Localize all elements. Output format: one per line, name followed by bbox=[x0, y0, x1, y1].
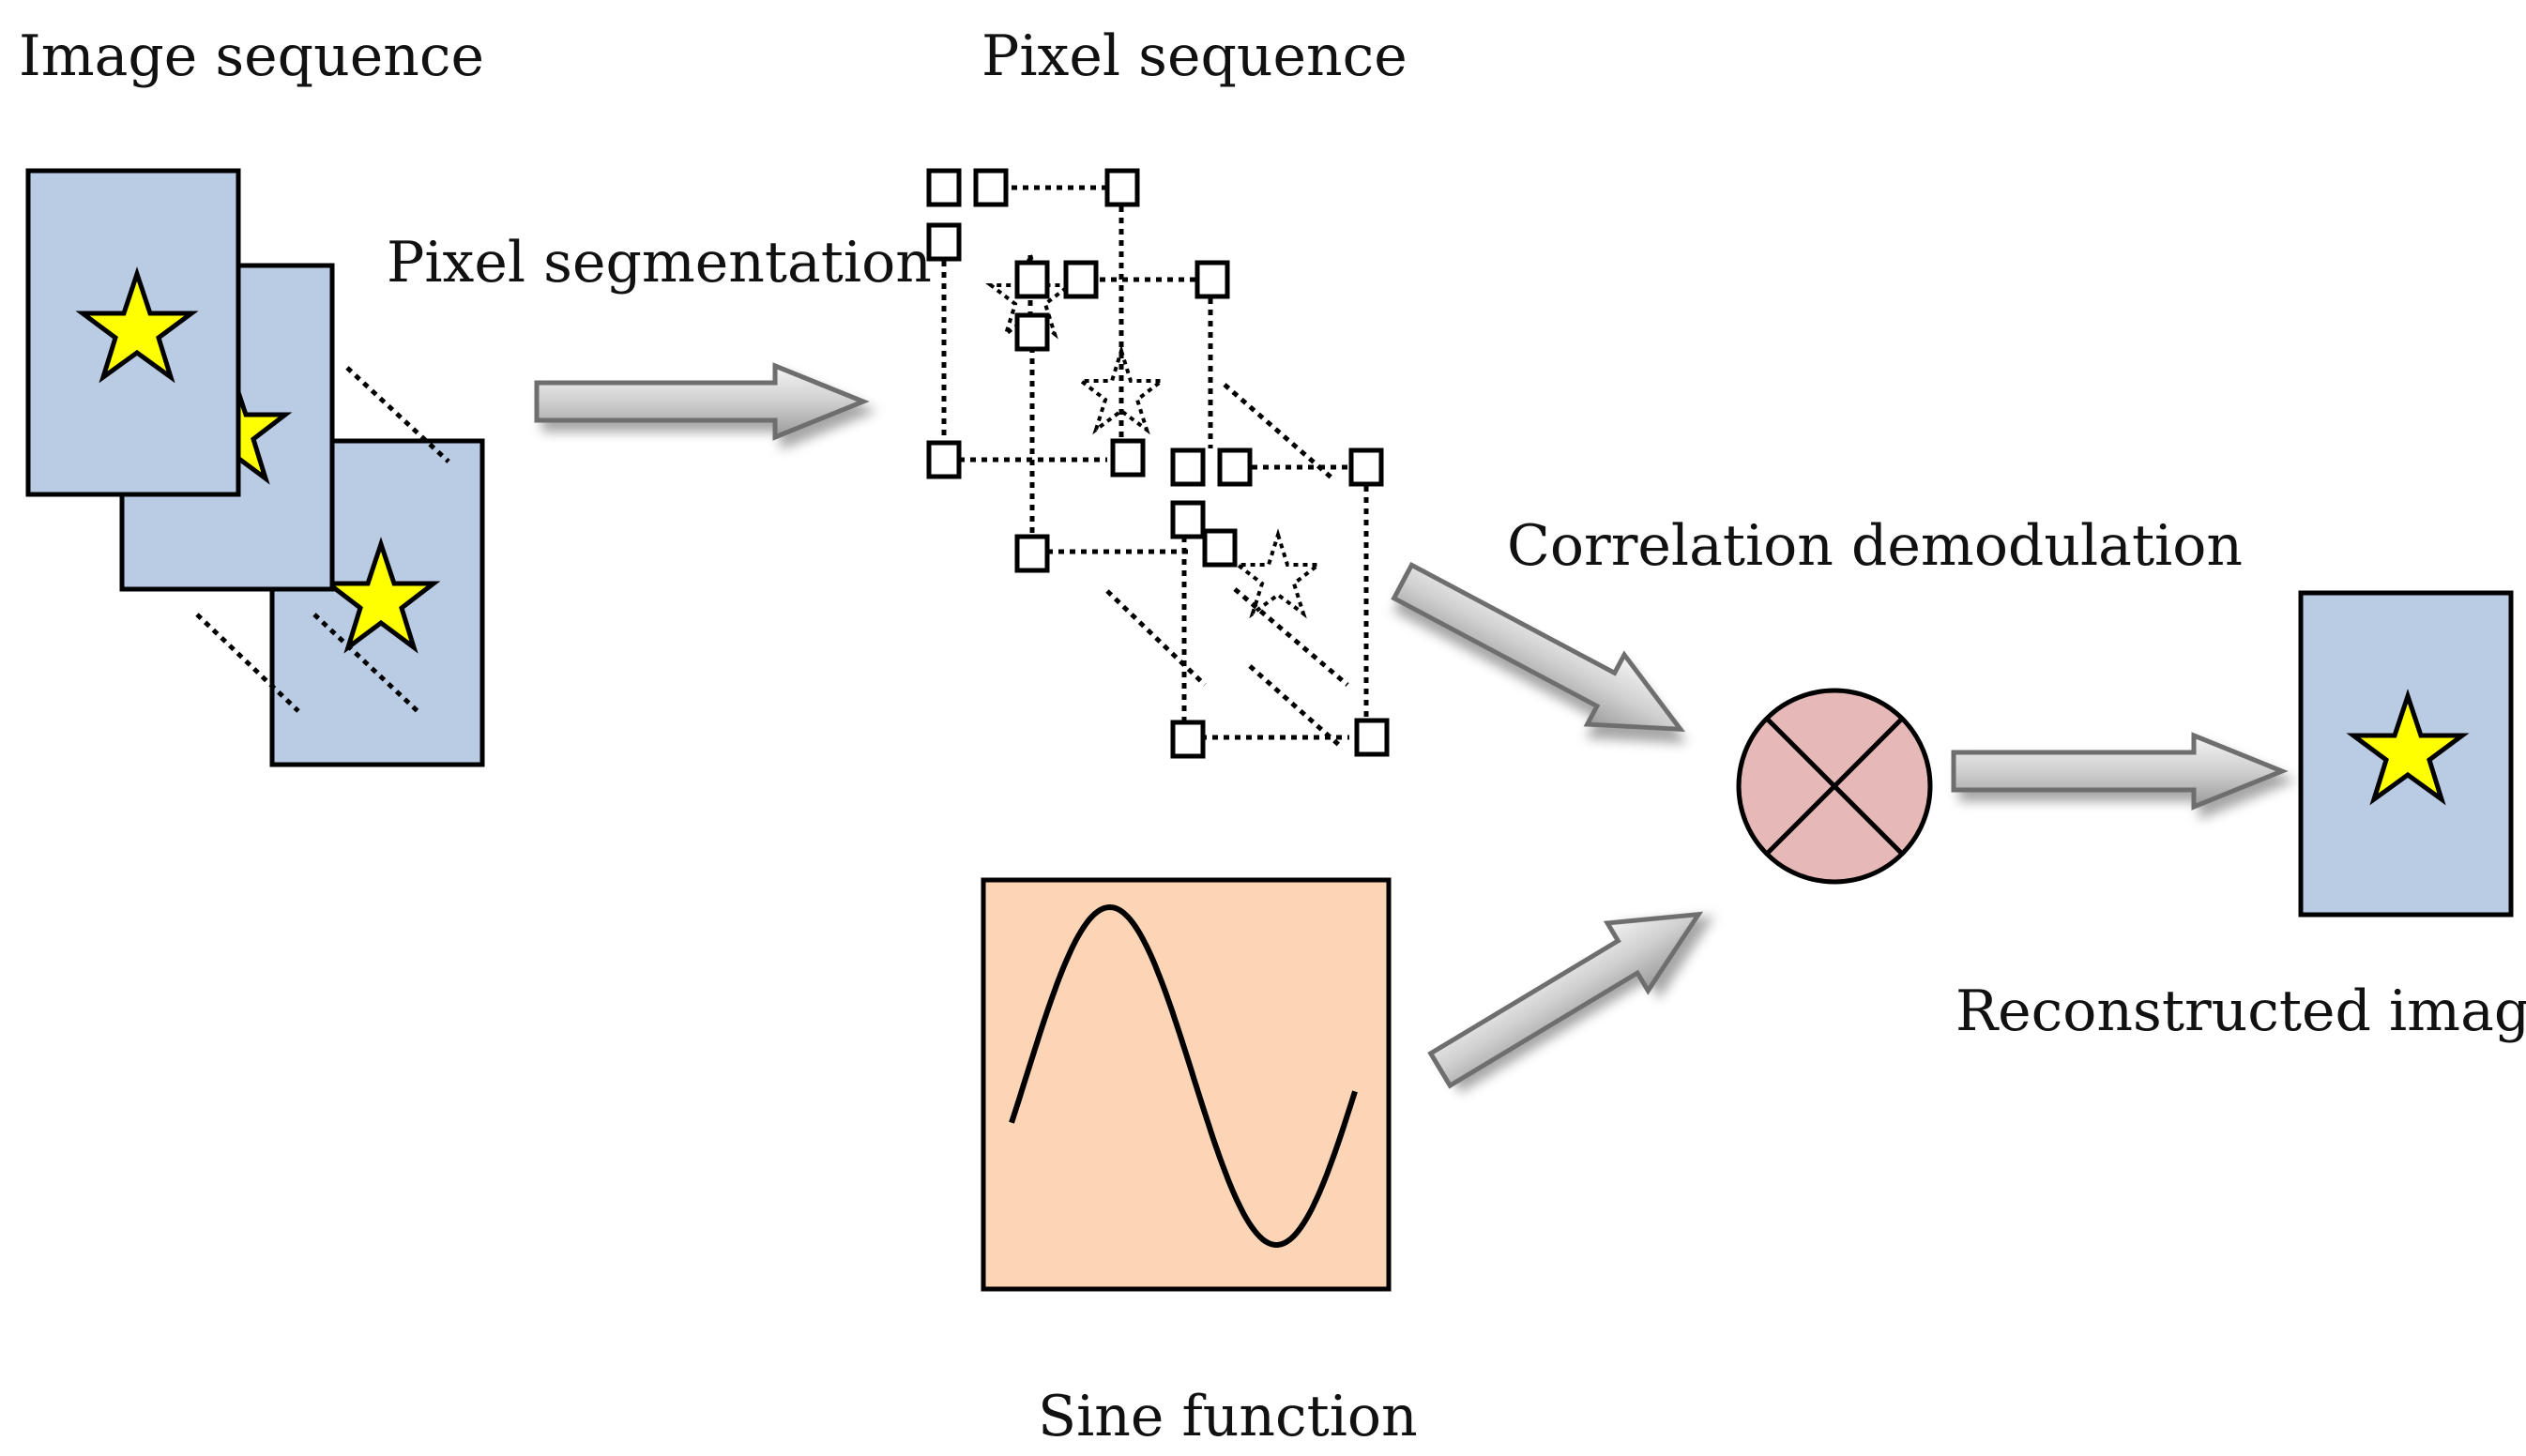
pixel-square bbox=[926, 440, 962, 479]
label-correlation-demodulation: Correlation demodulation bbox=[1507, 513, 2244, 579]
pixel-square bbox=[1170, 447, 1206, 487]
label-image-sequence: Image sequence bbox=[19, 23, 484, 89]
label-reconstructed-image: Reconstructed image bbox=[1955, 978, 2526, 1044]
pixel-square bbox=[926, 222, 962, 262]
pixel-square bbox=[1195, 260, 1230, 299]
pixel-square bbox=[1014, 312, 1050, 352]
arrow-to-multiplier-bottom bbox=[1427, 911, 1704, 1089]
pixel-square bbox=[973, 168, 1009, 207]
arrow-to-reconstructed bbox=[1951, 732, 2289, 811]
pixel-square bbox=[1170, 500, 1206, 539]
label-pixel-sequence: Pixel sequence bbox=[981, 23, 1408, 89]
star-icon bbox=[75, 266, 199, 384]
sine-wave-icon bbox=[1009, 903, 1358, 1248]
star-icon bbox=[2346, 689, 2470, 806]
label-sine-function: Sine function bbox=[1038, 1384, 1418, 1449]
pixel-square bbox=[1202, 528, 1238, 568]
arrow-to-multiplier-top bbox=[1391, 561, 1686, 733]
label-pixel-segmentation: Pixel segmentation bbox=[387, 230, 932, 296]
depth-line bbox=[195, 613, 300, 713]
pixel-sequence-cube bbox=[926, 168, 1390, 759]
depth-line bbox=[312, 613, 419, 713]
dotted-star-icon bbox=[1232, 528, 1324, 619]
arrow-segmentation bbox=[534, 362, 870, 441]
pixel-square bbox=[1110, 438, 1146, 478]
pixel-square bbox=[1014, 534, 1050, 573]
sine-function-box bbox=[981, 877, 1392, 1292]
pixel-square bbox=[1217, 447, 1253, 487]
pixel-square bbox=[1014, 260, 1050, 299]
multiply-circle-icon bbox=[1736, 688, 1933, 885]
depth-line bbox=[345, 366, 450, 463]
pixel-square bbox=[1348, 447, 1384, 487]
pixel-square bbox=[1063, 260, 1099, 299]
pixel-square bbox=[1104, 168, 1140, 207]
pixel-square bbox=[926, 168, 962, 207]
image-sequence-stack bbox=[25, 168, 485, 767]
pixel-square bbox=[1354, 718, 1390, 757]
star-icon bbox=[321, 537, 441, 654]
reconstructed-image-frame bbox=[2298, 590, 2514, 918]
pixel-square bbox=[1170, 720, 1206, 759]
